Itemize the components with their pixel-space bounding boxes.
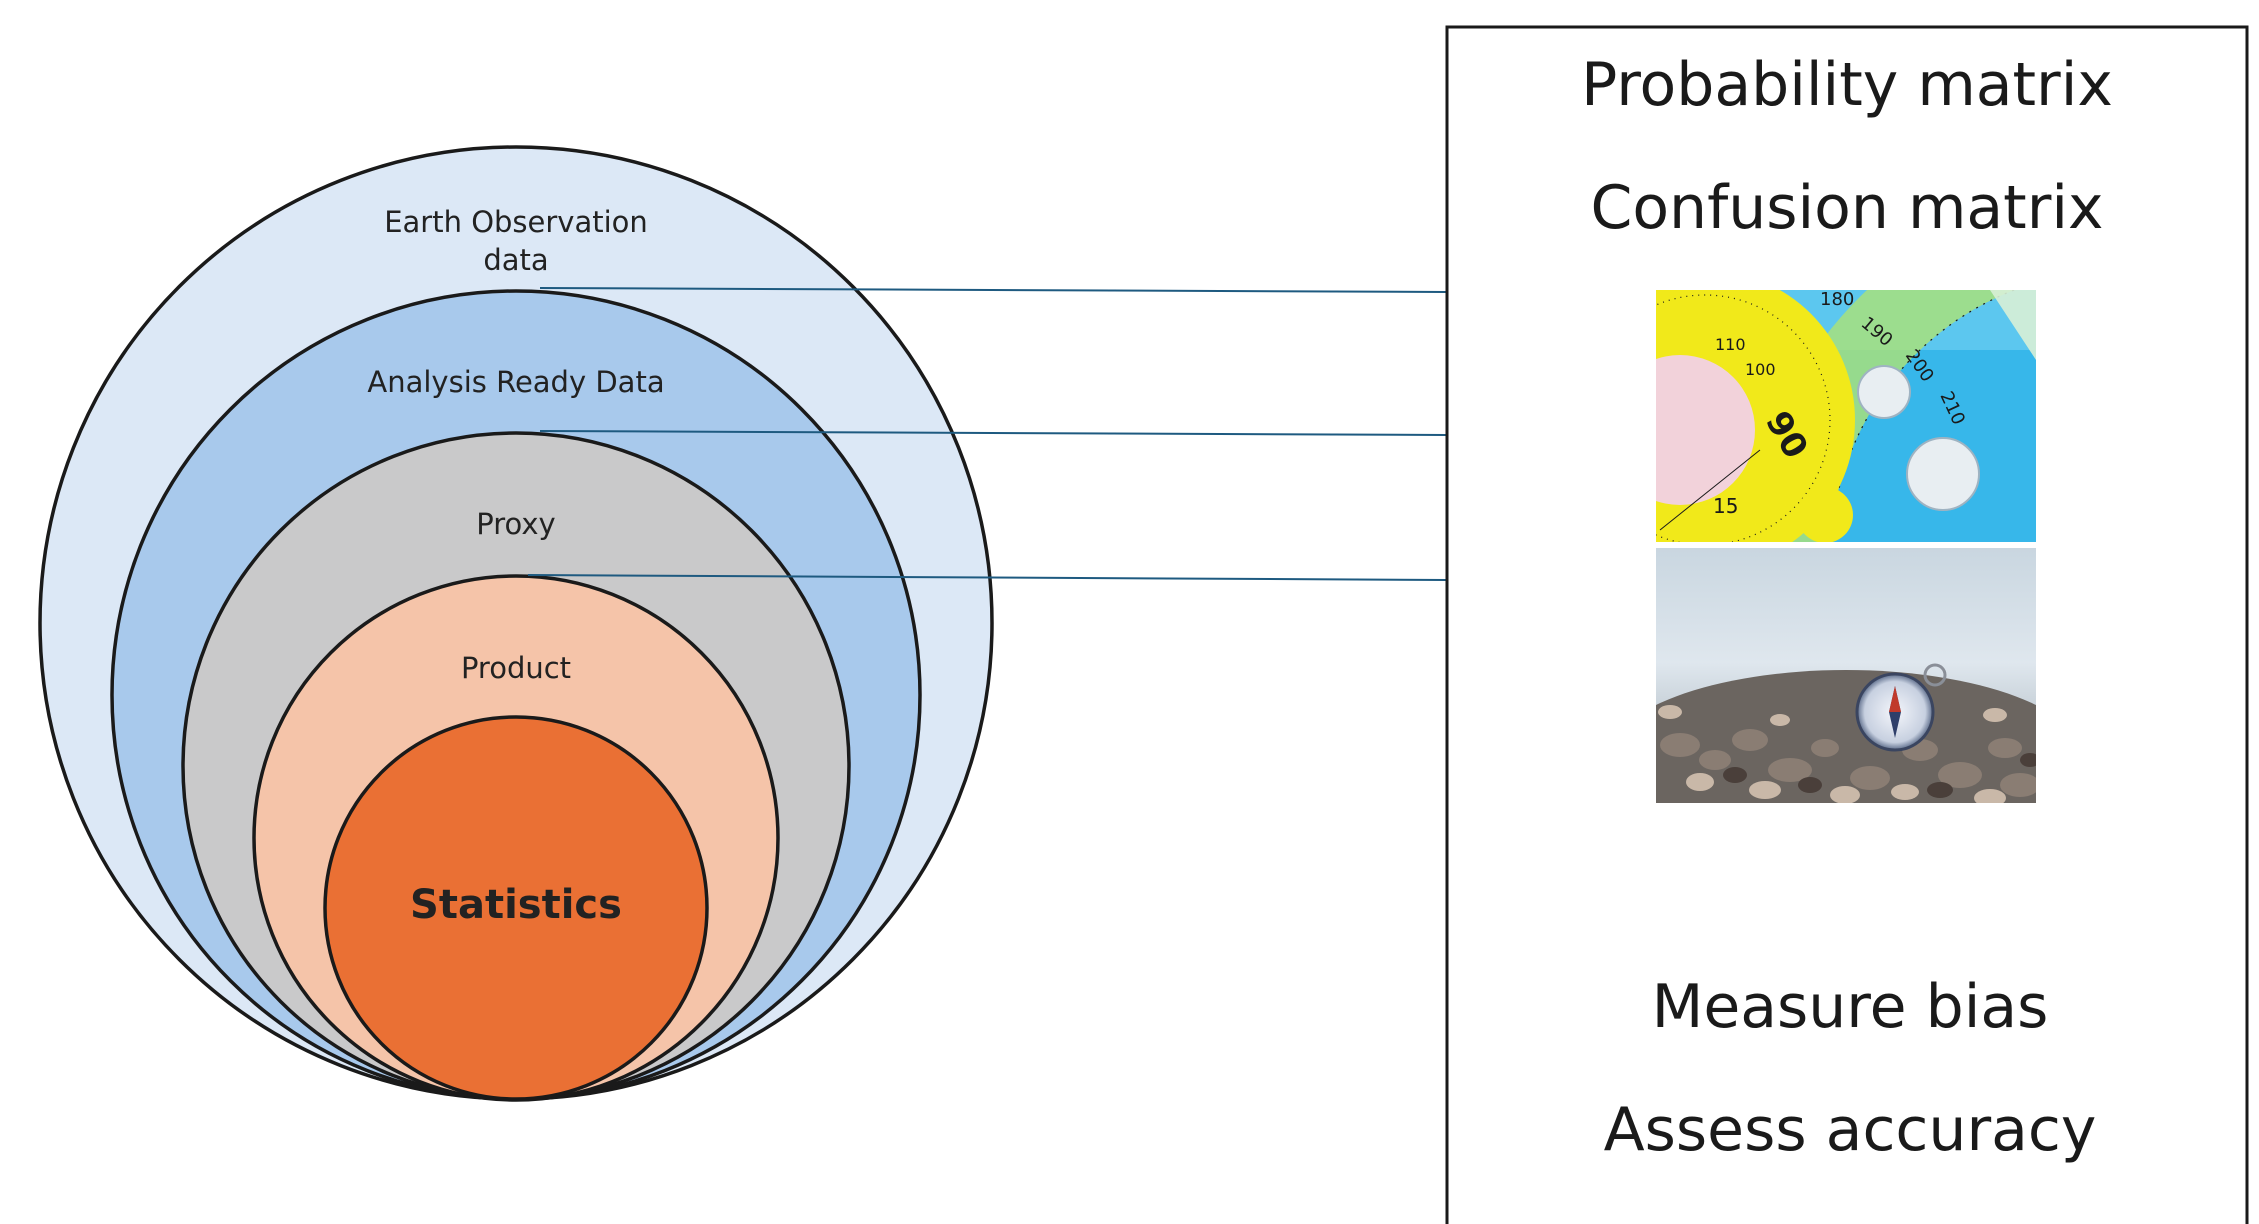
confusion-matrix-text: Confusion matrix bbox=[1590, 173, 2103, 243]
layer-labels: Earth Observation data Analysis Ready Da… bbox=[367, 205, 664, 928]
connector-lines bbox=[527, 287, 1447, 581]
compass-image bbox=[1656, 548, 2036, 803]
assess-accuracy-text: Assess accuracy bbox=[1604, 1095, 2097, 1165]
layer-statistics-circle bbox=[323, 715, 709, 1101]
connector-product bbox=[527, 574, 1447, 581]
panel-border bbox=[1445, 25, 2249, 1224]
connector-analysis-ready bbox=[539, 287, 1447, 293]
earth-observation-label-line2: data bbox=[483, 243, 548, 277]
product-label: Product bbox=[461, 651, 571, 685]
svg-text:110: 110 bbox=[1715, 335, 1746, 354]
connector-proxy bbox=[539, 430, 1447, 436]
measure-bias-text: Measure bias bbox=[1652, 972, 2049, 1042]
earth-observation-label-line1: Earth Observation bbox=[384, 205, 648, 239]
svg-text:100: 100 bbox=[1745, 360, 1776, 379]
svg-text:15: 15 bbox=[1713, 494, 1738, 518]
methods-panel: Probability matrix Confusion matrix 90 1… bbox=[1445, 25, 2249, 1224]
protractor-image: 90 180 190 200 210 110 100 15 bbox=[1656, 289, 2036, 542]
proxy-label: Proxy bbox=[476, 507, 555, 541]
analysis-ready-label: Analysis Ready Data bbox=[367, 365, 664, 399]
nested-layers bbox=[38, 145, 994, 1102]
probability-matrix-text: Probability matrix bbox=[1581, 50, 2113, 120]
svg-text:180: 180 bbox=[1820, 289, 1854, 310]
statistics-label: Statistics bbox=[410, 882, 622, 928]
